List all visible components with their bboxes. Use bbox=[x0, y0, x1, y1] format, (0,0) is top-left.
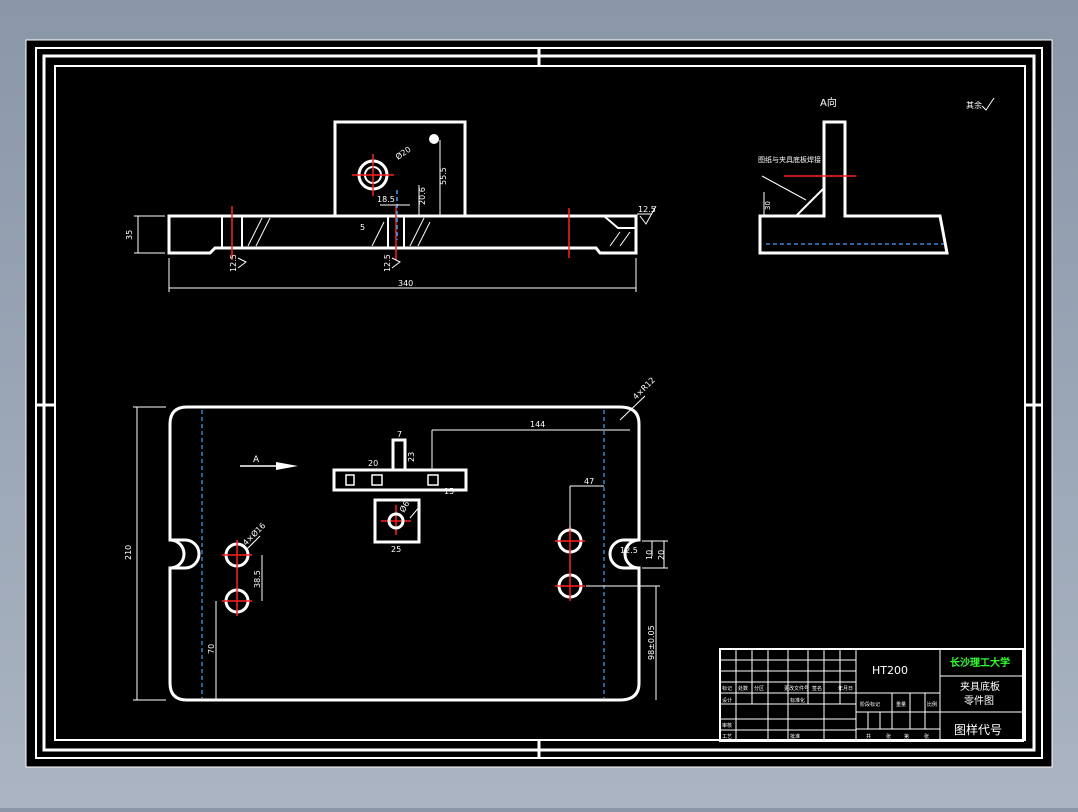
side-dim: 30 bbox=[764, 201, 772, 210]
side-view: A向 其余 图纸与夹具底板焊接 30 bbox=[758, 96, 995, 255]
tb-label-9: 工艺 bbox=[722, 734, 732, 740]
tb-sheet-2: 第 bbox=[904, 733, 909, 740]
part-name-1: 夹具底板 bbox=[960, 680, 1000, 693]
drawing-paper bbox=[25, 39, 1053, 768]
top-dim-38-5: 38.5 bbox=[253, 570, 262, 588]
front-height-a: 55.5 bbox=[439, 167, 448, 185]
front-upright-outline bbox=[333, 120, 467, 216]
tb-label-0: 标记 bbox=[722, 685, 732, 692]
top-width: 210 bbox=[124, 545, 133, 560]
top-dim-15: 15 bbox=[444, 487, 454, 496]
top-dim-20: 20 bbox=[368, 459, 378, 468]
tb-sheet-3: 张 bbox=[924, 733, 929, 740]
roughness-symbols bbox=[237, 205, 657, 269]
tb-sheet-0: 共 bbox=[866, 733, 871, 740]
front-overall-length: 340 bbox=[398, 279, 413, 288]
front-height-b: 20.6 bbox=[418, 187, 427, 205]
tb-label-3: 更改文件号 bbox=[784, 685, 809, 692]
side-note: 图纸与夹具底板焊接 bbox=[758, 155, 821, 164]
side-view-title: A向 bbox=[820, 96, 837, 109]
tb-col-1: 重量 bbox=[896, 701, 906, 708]
drawing-code: 图样代号 bbox=[954, 722, 1002, 737]
front-center-lines bbox=[231, 154, 570, 260]
direction-label: A bbox=[253, 455, 260, 465]
front-small-hole bbox=[429, 134, 439, 144]
front-roughness-1: 12.5 bbox=[229, 254, 238, 272]
tb-sheet-1: 张 bbox=[886, 733, 891, 740]
school-name: 长沙理工大学 bbox=[950, 656, 1010, 669]
top-center-lines bbox=[222, 505, 585, 616]
centering-marks bbox=[36, 48, 1042, 758]
tb-col-2: 比例 bbox=[927, 701, 937, 708]
front-height: 35 bbox=[125, 230, 134, 240]
top-view: A bbox=[133, 395, 668, 702]
top-dim-25: 25 bbox=[391, 545, 401, 554]
tb-label-1: 处数 bbox=[738, 685, 748, 692]
side-outline bbox=[758, 120, 949, 255]
front-hatching bbox=[247, 217, 631, 247]
top-dim-70: 70 bbox=[207, 644, 216, 654]
tb-col-0: 阶段标记 bbox=[860, 701, 880, 708]
right-slot bbox=[608, 538, 639, 570]
tb-label-8: 审核 bbox=[722, 722, 732, 729]
direction-arrow bbox=[276, 462, 298, 470]
front-small-dim: 5 bbox=[360, 223, 365, 232]
top-slot-10: 10 bbox=[645, 550, 654, 560]
left-slot bbox=[170, 538, 201, 570]
top-bracket bbox=[332, 438, 468, 544]
top-slot-20: 20 bbox=[657, 550, 666, 560]
tb-label-6: 设计 bbox=[722, 697, 732, 704]
part-name-2: 零件图 bbox=[964, 695, 994, 707]
material: HT200 bbox=[872, 664, 908, 677]
front-roughness-top: 12.5 bbox=[638, 205, 656, 214]
front-roughness-2: 12.5 bbox=[383, 254, 392, 272]
front-width-a: 18.5 bbox=[377, 195, 395, 204]
tb-label-2: 分区 bbox=[754, 685, 764, 692]
top-dim-23: 23 bbox=[407, 452, 416, 462]
top-dim-7: 7 bbox=[397, 430, 402, 439]
tb-label-7: 标准化 bbox=[790, 697, 805, 704]
top-dim-98: 98±0.05 bbox=[647, 625, 656, 660]
top-length: 144 bbox=[530, 420, 545, 429]
tb-label-4: 签名 bbox=[812, 685, 822, 692]
tb-label-10: 批准 bbox=[790, 733, 800, 740]
front-dimensions bbox=[134, 140, 652, 292]
top-dim-47: 47 bbox=[584, 477, 594, 486]
title-block: HT200 长沙理工大学 夹具底板 零件图 图样代号 标记 处数 分区 更改文件… bbox=[719, 648, 1024, 742]
tb-label-5: 年月日 bbox=[838, 685, 853, 692]
weld-gusset bbox=[793, 185, 825, 217]
top-dim-6: Ø6 bbox=[397, 499, 411, 514]
top-roughness: 12.5 bbox=[620, 546, 638, 555]
general-roughness-note: 其余 bbox=[966, 100, 982, 110]
